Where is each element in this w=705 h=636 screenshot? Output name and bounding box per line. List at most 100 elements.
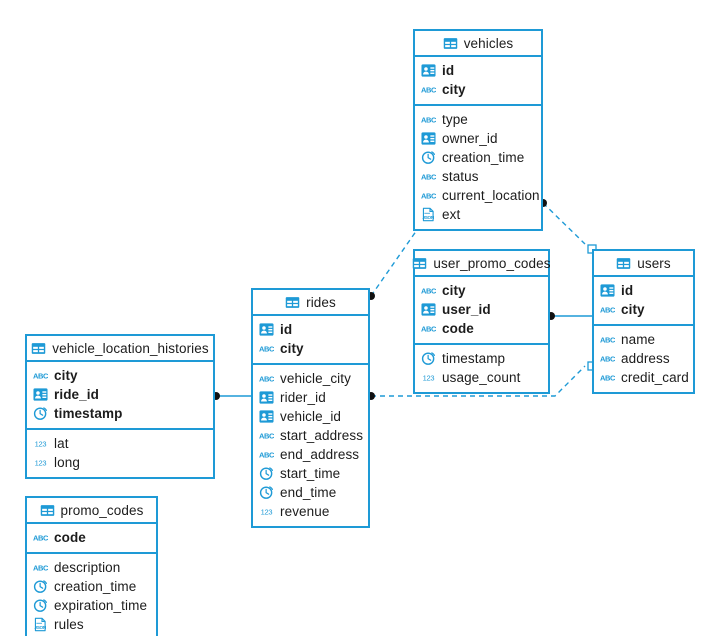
field-name: timestamp <box>54 406 123 421</box>
field-row[interactable]: 123 lat <box>27 434 213 453</box>
field-name: end_time <box>280 485 337 500</box>
entity-header-rides[interactable]: rides <box>253 290 368 316</box>
field-name: city <box>54 368 78 383</box>
entity-header-vehicle_location_histories[interactable]: vehicle_location_histories <box>27 336 213 362</box>
clock-icon <box>259 485 274 500</box>
field-name: creation_time <box>442 150 525 165</box>
field-name: lat <box>54 436 69 451</box>
field-name: ext <box>442 207 461 222</box>
field-row[interactable]: ABC code <box>27 528 156 547</box>
field-row[interactable]: JSON rules <box>27 615 156 634</box>
field-row[interactable]: timestamp <box>27 404 213 423</box>
abc-icon: ABC <box>421 169 436 184</box>
field-row[interactable]: creation_time <box>27 577 156 596</box>
abc-icon: ABC <box>600 370 615 385</box>
field-name: code <box>54 530 86 545</box>
field-name: current_location <box>442 188 540 203</box>
field-name: start_address <box>280 428 364 443</box>
svg-text:ABC: ABC <box>33 371 48 380</box>
field-row[interactable]: rider_id <box>253 388 368 407</box>
relationship-rel-vlh-rides[interactable] <box>212 392 251 400</box>
field-row[interactable]: expiration_time <box>27 596 156 615</box>
field-name: rider_id <box>280 390 326 405</box>
field-row[interactable]: ABC current_location <box>415 186 541 205</box>
field-name: ride_id <box>54 387 99 402</box>
field-row[interactable]: ABC start_address <box>253 426 368 445</box>
clock-icon <box>33 598 48 613</box>
svg-text:ABC: ABC <box>33 533 48 542</box>
field-name: address <box>621 351 670 366</box>
id-badge-icon <box>259 390 274 405</box>
svg-text:ABC: ABC <box>259 374 274 383</box>
field-name: end_address <box>280 447 360 462</box>
field-row[interactable]: ride_id <box>27 385 213 404</box>
field-row[interactable]: ABC city <box>27 366 213 385</box>
field-name: description <box>54 560 121 575</box>
svg-text:123: 123 <box>261 507 273 516</box>
relationship-rel-vehicles-users[interactable] <box>539 199 597 254</box>
123-icon: 123 <box>33 455 48 470</box>
table-icon <box>285 295 300 310</box>
id-badge-icon <box>259 409 274 424</box>
svg-text:ABC: ABC <box>421 191 436 200</box>
field-row[interactable]: end_time <box>253 483 368 502</box>
abc-icon: ABC <box>421 82 436 97</box>
field-name: expiration_time <box>54 598 148 613</box>
field-row[interactable]: user_id <box>415 300 548 319</box>
123-icon: 123 <box>259 504 274 519</box>
abc-icon: ABC <box>259 371 274 386</box>
json-icon: JSON <box>33 617 48 632</box>
field-row[interactable]: id <box>594 281 693 300</box>
field-row[interactable]: id <box>253 320 368 339</box>
field-name: name <box>621 332 656 347</box>
field-name: city <box>442 283 466 298</box>
field-name: rules <box>54 617 84 632</box>
field-row[interactable]: creation_time <box>415 148 541 167</box>
svg-text:123: 123 <box>423 373 435 382</box>
relationship-rel-upc-users[interactable] <box>547 312 592 320</box>
entity-header-user_promo_codes[interactable]: user_promo_codes <box>413 251 551 277</box>
field-row[interactable]: owner_id <box>415 129 541 148</box>
123-icon: 123 <box>421 370 436 385</box>
table-icon <box>40 503 55 518</box>
field-row[interactable]: start_time <box>253 464 368 483</box>
entity-header-vehicles[interactable]: vehicles <box>415 31 541 57</box>
field-row[interactable]: id <box>415 61 541 80</box>
field-row[interactable]: vehicle_id <box>253 407 368 426</box>
abc-icon: ABC <box>421 188 436 203</box>
123-icon: 123 <box>33 436 48 451</box>
svg-text:ABC: ABC <box>259 431 274 440</box>
entity-header-promo_codes[interactable]: promo_codes <box>27 498 156 524</box>
field-row[interactable]: timestamp <box>415 349 548 368</box>
clock-icon <box>33 406 48 421</box>
entity-header-users[interactable]: users <box>594 251 693 277</box>
entity-title: user_promo_codes <box>433 255 551 271</box>
table-icon <box>443 36 458 51</box>
field-name: start_time <box>280 466 341 481</box>
